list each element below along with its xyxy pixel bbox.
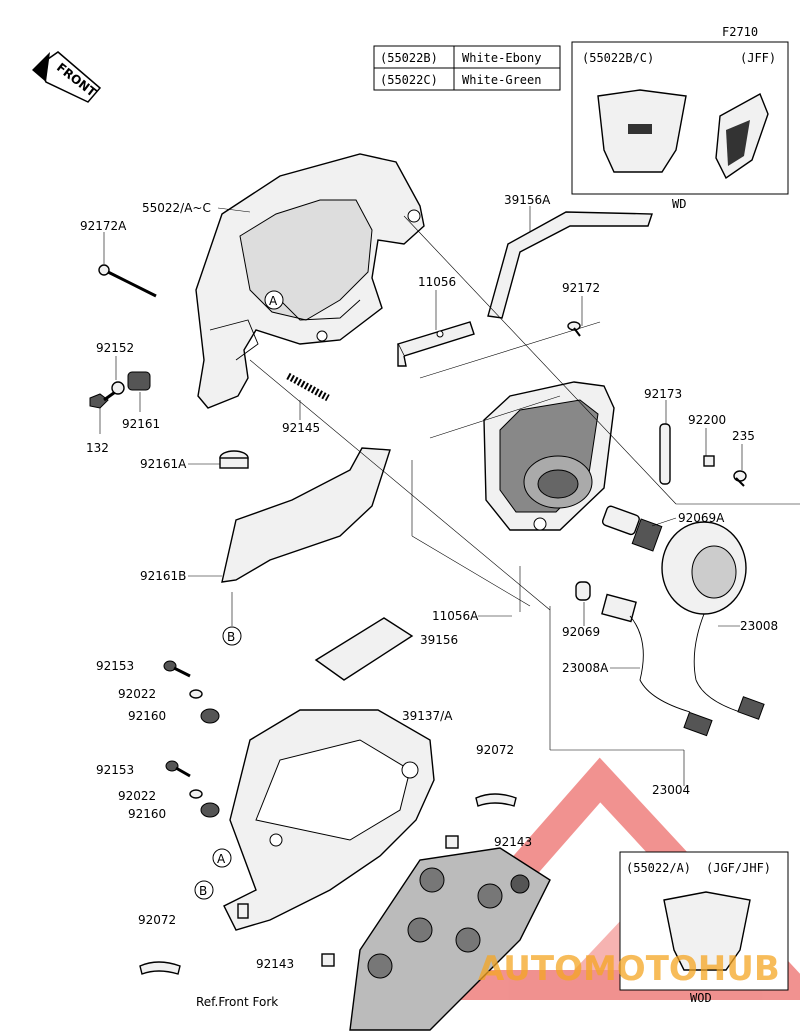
nut-92143-lower [321,953,335,967]
inset-bottom-cowl [663,891,751,971]
screw-235 [733,470,747,487]
label-92161: 92161 [122,417,160,431]
clamp-92072-right [475,793,517,807]
label-92022-lower: 92022 [118,789,156,803]
svg-text:A: A [217,852,226,866]
label-92072-left: 92072 [138,913,176,927]
inset-top-region: (JFF) [740,51,776,65]
bracket-39137 [223,709,435,931]
label-55022: 55022/A~C [142,201,211,215]
inset-bottom: (55022/A) (JGF/JHF) WOD [619,851,789,1005]
svg-text:B: B [227,630,235,644]
label-23004: 23004 [652,783,690,797]
grommet-92161 [127,371,151,391]
label-23008a: 23008A [562,661,609,675]
label-92143-lower: 92143 [256,957,294,971]
inset-top-title: (55022B/C) [582,51,654,65]
label-92161b: 92161B [140,569,186,583]
label-92153-lower: 92153 [96,763,134,777]
grommet-92161a [219,450,249,469]
label-ref-front-fork: Ref.Front Fork [196,995,278,1009]
label-92173: 92173 [644,387,682,401]
label-92069: 92069 [562,625,600,639]
label-11056a: 11056A [432,609,479,623]
callout-a-upper: A [264,290,284,310]
label-92172a: 92172A [80,219,127,233]
front-fork-stem [349,847,551,1031]
headlight-assembly [483,381,615,531]
label-235: 235 [732,429,755,443]
inset-top-footer: WD [672,197,686,211]
label-92153-upper: 92153 [96,659,134,673]
position-bulb [575,581,713,737]
label-39137: 39137/A [402,709,453,723]
part-labels: 55022/A~C 92172A 92152 132 92161 92145 9… [80,193,778,1009]
nut-92143-upper [445,835,459,849]
label-132: 132 [86,441,109,455]
dust-cover [661,521,765,720]
bulb-main [601,505,663,552]
inset-bottom-region: (JGF/JHF) [706,861,771,875]
label-39156a: 39156A [504,193,551,207]
upper-cowl [195,153,425,409]
label-92172: 92172 [562,281,600,295]
sticker-39156 [314,617,414,681]
label-92161a: 92161A [140,457,187,471]
spring-92145 [286,372,330,402]
label-92022-upper: 92022 [118,687,156,701]
callout-b-upper: B [222,626,242,646]
strap-92173 [659,423,671,485]
label-92152: 92152 [96,341,134,355]
bracket-92161b [221,447,391,583]
label-23008: 23008 [740,619,778,633]
label-92145: 92145 [282,421,320,435]
grommet-92160-upper [200,708,220,724]
inset-bottom-title: (55022/A) [626,861,691,875]
figure-code: F2710 [722,25,758,39]
svg-text:B: B [199,884,207,898]
callout-a-lower: A [212,848,232,868]
label-92200: 92200 [688,413,726,427]
bolt-92153-upper [163,660,191,678]
label-11056: 11056 [418,275,456,289]
label-92069a: 92069A [678,511,725,525]
callout-b-lower: B [194,880,214,900]
bolt-bracket-lower [237,903,249,919]
trim-39156a [487,211,653,319]
watermark-text: AUTOMOTOHUB [478,949,780,989]
variant-code-1: (55022B) [380,51,438,65]
variant-color-2: White-Green [462,73,541,87]
inset-bottom-footer: WOD [690,991,712,1005]
bracket-11056 [397,321,475,367]
clamp-92072-left [139,961,181,975]
label-92072-right: 92072 [476,743,514,757]
bolt-92172a [98,264,157,298]
washer-92022-lower [189,789,203,799]
variants-table: (55022B) White-Ebony (55022C) White-Gree… [373,45,561,91]
label-92160-lower: 92160 [128,807,166,821]
variant-color-1: White-Ebony [462,51,541,65]
variant-code-2: (55022C) [380,73,438,87]
label-92143-upper: 92143 [494,835,532,849]
washer-92022-upper [189,689,203,699]
label-39156: 39156 [420,633,458,647]
bolt-92153-lower [165,760,191,778]
front-arrow-icon: FRONT [32,51,102,103]
washer-92152 [111,381,125,395]
inset-top: (55022B/C) (JFF) WD [571,41,789,211]
label-92160-upper: 92160 [128,709,166,723]
collar-92200 [703,455,715,467]
leader-lines [99,206,800,786]
svg-text:A: A [269,294,278,308]
grommet-92160-lower [200,802,220,818]
